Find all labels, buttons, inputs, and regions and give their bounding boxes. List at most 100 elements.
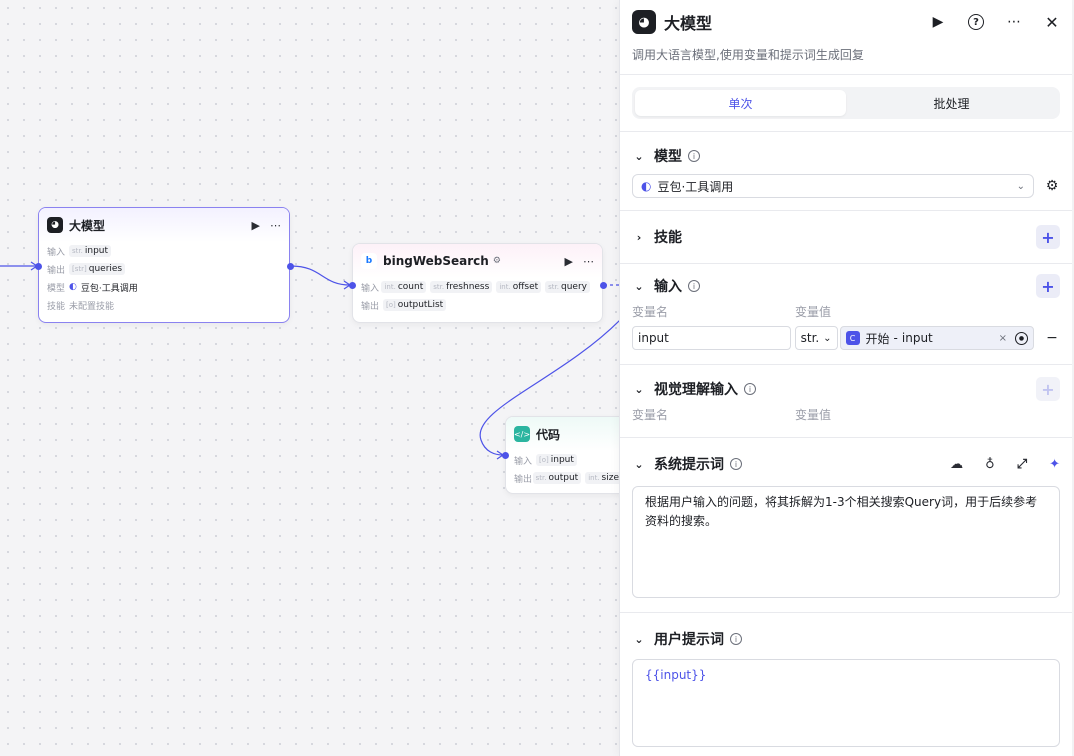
- chevron-down-icon[interactable]: ⌄: [634, 279, 644, 293]
- code-output-tag: int.size: [585, 472, 622, 484]
- bing-input-tag: int.count: [381, 281, 427, 293]
- edge-layer: [0, 261, 620, 460]
- system-prompt-input[interactable]: 根据用户输入的问题，将其拆解为1-3个相关搜索Query词，用于后续参考资料的搜…: [632, 486, 1060, 598]
- panel-title: 大模型: [664, 14, 713, 33]
- info-icon[interactable]: i: [688, 280, 700, 292]
- code-output-row: 输出 str.output int.size: [506, 469, 634, 487]
- chevron-down-icon: ⌄: [1016, 180, 1025, 192]
- input-section: ⌄ 输入 i + 变量名 变量值 input str. ⌄ C 开始 - inp…: [620, 264, 1072, 364]
- llm-node-header: ◕ 大模型 ▶ ⋯: [39, 208, 289, 242]
- model-select[interactable]: ◐ 豆包·工具调用 ⌄: [632, 174, 1034, 198]
- library-icon[interactable]: ☁: [950, 456, 964, 472]
- chevron-down-icon[interactable]: ⌄: [634, 149, 644, 163]
- bing-input-row: 输入 int.count str.freshness int.offset st…: [353, 278, 602, 296]
- var-ref-selector[interactable]: C 开始 - input × ●: [839, 326, 1035, 350]
- divider: [620, 210, 1072, 211]
- tab-batch[interactable]: 批处理: [933, 96, 970, 111]
- info-icon[interactable]: i: [744, 383, 756, 395]
- plugin-icon: ⚙: [492, 256, 501, 266]
- col-var-name: 变量名: [632, 407, 669, 422]
- clear-icon[interactable]: ×: [998, 332, 1008, 344]
- code-node[interactable]: </> 代码 输入 [o]input 输出 str.output int.siz…: [505, 416, 635, 494]
- chevron-down-icon[interactable]: ⌄: [634, 632, 644, 646]
- vision-section: ⌄ 视觉理解输入 i + 变量名 变量值: [620, 365, 1072, 437]
- divider: [620, 131, 1072, 132]
- run-icon[interactable]: ▶: [564, 254, 573, 268]
- bing-icon: b: [361, 253, 377, 269]
- llm-in-handle[interactable]: [35, 263, 42, 270]
- expand-icon[interactable]: ⤢: [1016, 456, 1028, 472]
- run-icon[interactable]: ▶: [932, 14, 944, 30]
- bing-node-title: bingWebSearch: [383, 254, 489, 268]
- bing-node-header: b bingWebSearch ⚙ ▶ ⋯: [353, 244, 602, 278]
- close-icon[interactable]: ✕: [1045, 12, 1059, 32]
- llm-node-title: 大模型: [69, 218, 106, 233]
- bing-input-tag: int.offset: [496, 281, 542, 293]
- chevron-down-icon[interactable]: ⌄: [634, 382, 644, 396]
- system-prompt-title: 系统提示词: [654, 457, 724, 473]
- divider: [620, 263, 1072, 264]
- divider: [620, 364, 1072, 365]
- system-prompt-section: ⌄ 系统提示词 i ☁ ♁ ⤢ ✦ 根据用户输入的问题，将其拆解为1-3个相关搜…: [620, 438, 1072, 612]
- skills-section-title: 技能: [654, 230, 682, 246]
- add-input-button[interactable]: +: [1036, 274, 1060, 298]
- bing-output-row: 输出 [o]outputList: [353, 296, 602, 314]
- code-input-tag: [o]input: [536, 454, 577, 466]
- code-input-row: 输入 [o]input: [506, 451, 634, 469]
- model-section-title: 模型: [654, 149, 682, 165]
- model-section: ⌄ 模型 i ◐ 豆包·工具调用 ⌄ ⚙: [620, 132, 1072, 210]
- code-node-header: </> 代码: [506, 417, 634, 451]
- info-icon[interactable]: i: [730, 458, 742, 470]
- bulb-icon[interactable]: ♁: [985, 456, 995, 472]
- doubao-icon: ◐: [69, 282, 77, 292]
- code-in-handle[interactable]: [502, 452, 509, 459]
- llm-node[interactable]: ◕ 大模型 ▶ ⋯ 输入 str.input 输出 [str]queries 模…: [38, 207, 290, 323]
- llm-out-handle[interactable]: [287, 263, 294, 270]
- divider: [620, 74, 1072, 75]
- code-output-tag: str.output: [532, 472, 582, 484]
- chevron-down-icon: ⌄: [823, 332, 832, 344]
- llm-skill-row: 技能 未配置技能: [47, 301, 115, 312]
- more-icon[interactable]: ⋯: [583, 254, 594, 268]
- input-section-title: 输入: [654, 279, 682, 295]
- info-icon[interactable]: i: [688, 150, 700, 162]
- llm-input-row: 输入 str.input: [39, 242, 289, 260]
- col-var-value: 变量值: [795, 407, 832, 422]
- var-name-input[interactable]: input: [632, 326, 791, 350]
- sparkle-icon[interactable]: ✦: [1049, 456, 1060, 472]
- target-icon[interactable]: ●: [1015, 331, 1029, 345]
- add-skill-button[interactable]: +: [1036, 225, 1060, 249]
- settings-icon[interactable]: ⚙: [1045, 178, 1059, 194]
- add-vision-input-button[interactable]: +: [1036, 377, 1060, 401]
- chevron-right-icon[interactable]: ›: [636, 230, 642, 244]
- llm-output-row: 输出 [str]queries: [39, 260, 289, 278]
- run-icon[interactable]: ▶: [251, 218, 260, 232]
- workflow-canvas[interactable]: ◕ 大模型 ▶ ⋯ 输入 str.input 输出 [str]queries 模…: [0, 0, 635, 756]
- col-var-value: 变量值: [795, 304, 832, 319]
- chevron-down-icon[interactable]: ⌄: [634, 457, 644, 471]
- tab-single[interactable]: 单次: [635, 90, 846, 116]
- more-icon[interactable]: ⋯: [1007, 14, 1021, 30]
- node-config-panel: ◕ 大模型 ▶ ? ⋯ ✕ 调用大语言模型,使用变量和提示词生成回复 单次 批处…: [619, 0, 1072, 756]
- bing-input-tag: str.freshness: [430, 281, 493, 293]
- minus-icon[interactable]: −: [1046, 330, 1058, 346]
- user-prompt-input[interactable]: {{input}}: [632, 659, 1060, 747]
- bing-input-tag: str.query: [545, 281, 590, 293]
- help-icon[interactable]: ?: [968, 14, 984, 30]
- llm-icon: ◕: [47, 217, 63, 233]
- col-var-name: 变量名: [632, 304, 669, 319]
- llm-model-row: 模型 ◐ 豆包·工具调用: [47, 282, 138, 294]
- bing-out-handle[interactable]: [600, 282, 607, 289]
- model-select-value: 豆包·工具调用: [657, 179, 734, 194]
- info-icon[interactable]: i: [730, 633, 742, 645]
- code-icon: </>: [514, 426, 530, 442]
- var-type-select[interactable]: str. ⌄: [794, 326, 838, 350]
- user-prompt-title: 用户提示词: [654, 632, 724, 648]
- panel-description: 调用大语言模型,使用变量和提示词生成回复: [632, 48, 864, 62]
- bing-node[interactable]: b bingWebSearch ⚙ ▶ ⋯ 输入 int.count str.f…: [352, 243, 603, 323]
- bing-output-tag: [o]outputList: [383, 299, 447, 311]
- bing-in-handle[interactable]: [349, 282, 356, 289]
- vision-section-title: 视觉理解输入: [654, 382, 738, 398]
- more-icon[interactable]: ⋯: [270, 218, 281, 232]
- skills-section: › 技能 +: [620, 211, 1072, 263]
